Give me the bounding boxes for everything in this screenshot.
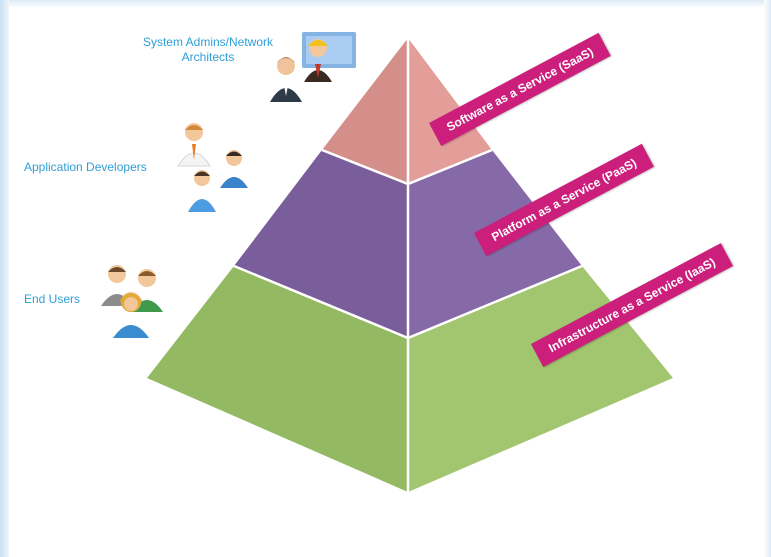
role-label-developers: Application Developers: [24, 160, 147, 174]
pyramid-layer-iaas-left: [147, 266, 408, 492]
people-icon: [177, 123, 248, 212]
people-icon: [101, 265, 163, 338]
pyramid-layer-paas-left: [234, 150, 408, 338]
pyramid-edge: [233, 264, 583, 340]
pyramid-edge: [321, 148, 493, 186]
role-label-sysadmin: System Admins/Network Architects: [142, 35, 274, 64]
right-frame-band: [764, 0, 771, 557]
left-frame-band: [0, 0, 9, 557]
role-label-end-users: End Users: [24, 292, 81, 306]
top-frame-band: [0, 0, 771, 8]
pyramid-layer-saas-left: [322, 38, 408, 184]
pyramid: [147, 38, 673, 492]
people-icon: [270, 32, 356, 102]
